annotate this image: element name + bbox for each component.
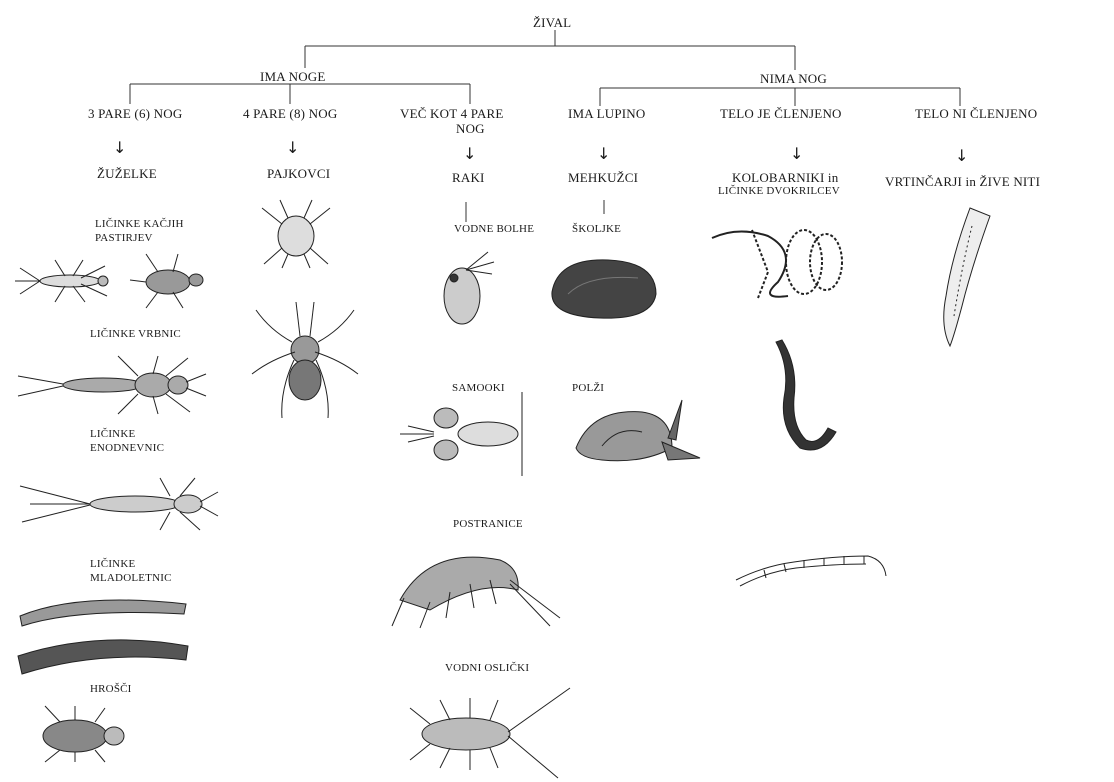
segmented-worm-illustration [708,222,848,302]
flatworm-illustration [926,206,998,348]
amphipod-illustration [390,540,562,634]
organism-label-vodni-oslicki: VODNI OSLIČKI [445,662,529,675]
mussel-illustration [548,254,660,324]
water-louse-illustration [400,686,572,778]
dragonfly-larva-illustration [128,250,208,310]
root-label: ŽIVAL [533,15,571,30]
copepod-illustration [400,392,530,476]
organism-label-skoljke: ŠKOLJKE [572,223,621,236]
organism-label-hrosci: HROŠČI [90,683,132,696]
group-label-vec-kot-4-pare-2: NOG [456,121,485,136]
organism-label-enodnevnice-1: LIČINKE [90,428,135,441]
group-name-pajkovci: PAJKOVCI [267,166,330,181]
organism-label-postranice: POSTRANICE [453,518,523,531]
group-label-ima-lupino: IMA LUPINO [568,106,645,121]
water-flea-illustration [436,248,496,332]
organism-label-kacji-pastirji-1: LIČINKE KAČJIH [95,218,184,231]
organism-label-vodne-bolhe: VODNE BOLHE [454,223,534,236]
stonefly-larva-illustration [18,354,208,416]
snail-illustration [572,398,702,468]
group-label-telo-clenjeno: TELO JE ČLENJENO [720,106,842,121]
group-label-telo-ni-clenjeno: TELO NI ČLENJENO [915,106,1037,121]
arrow-down-icon: ↓ [955,148,968,164]
mayfly-larva-illustration [20,476,220,532]
branch-nima-nog: NIMA NOG [760,71,827,86]
arrow-down-icon: ↓ [597,146,610,162]
midge-larva-illustration [734,546,890,588]
water-mite-illustration [258,198,334,270]
leech-illustration [766,338,840,460]
group-name-mehkuzci: MEHKUŽCI [568,170,638,185]
group-name-vrtincarji: VRTINČARJI in ŽIVE NITI [885,174,1040,189]
organism-label-mladoletnice-2: MLADOLETNIC [90,572,172,585]
caddisfly-larva-illustration [18,590,190,674]
beetle-illustration [20,704,140,764]
organism-label-vrbnice: LIČINKE VRBNIC [90,328,181,341]
arrow-down-icon: ↓ [463,146,476,162]
arrow-down-icon: ↓ [286,140,299,156]
arrow-down-icon: ↓ [113,140,126,156]
group-name-raki: RAKI [452,170,485,185]
organism-label-kacji-pastirji-2: PASTIRJEV [95,232,153,245]
group-name-kolobarniki: KOLOBARNIKI in [732,170,838,185]
group-name-zuzelke: ŽUŽELKE [97,166,157,181]
arrow-down-icon: ↓ [790,146,803,162]
water-spider-illustration [250,300,360,420]
group-label-vec-kot-4-pare-1: VEČ KOT 4 PARE [400,106,504,121]
organism-label-enodnevnice-2: ENODNEVNIC [90,442,164,455]
branch-ima-noge: IMA NOGE [260,69,326,84]
dragonfly-larva-illustration [15,258,115,304]
organism-label-mladoletnice-1: LIČINKE [90,558,135,571]
group-label-3-pare: 3 PARE (6) NOG [88,106,182,121]
organism-label-polzi: POLŽI [572,382,604,395]
group-label-4-pare: 4 PARE (8) NOG [243,106,337,121]
group-name-licinke-dvokrilcev: LIČINKE DVOKRILCEV [718,185,840,198]
